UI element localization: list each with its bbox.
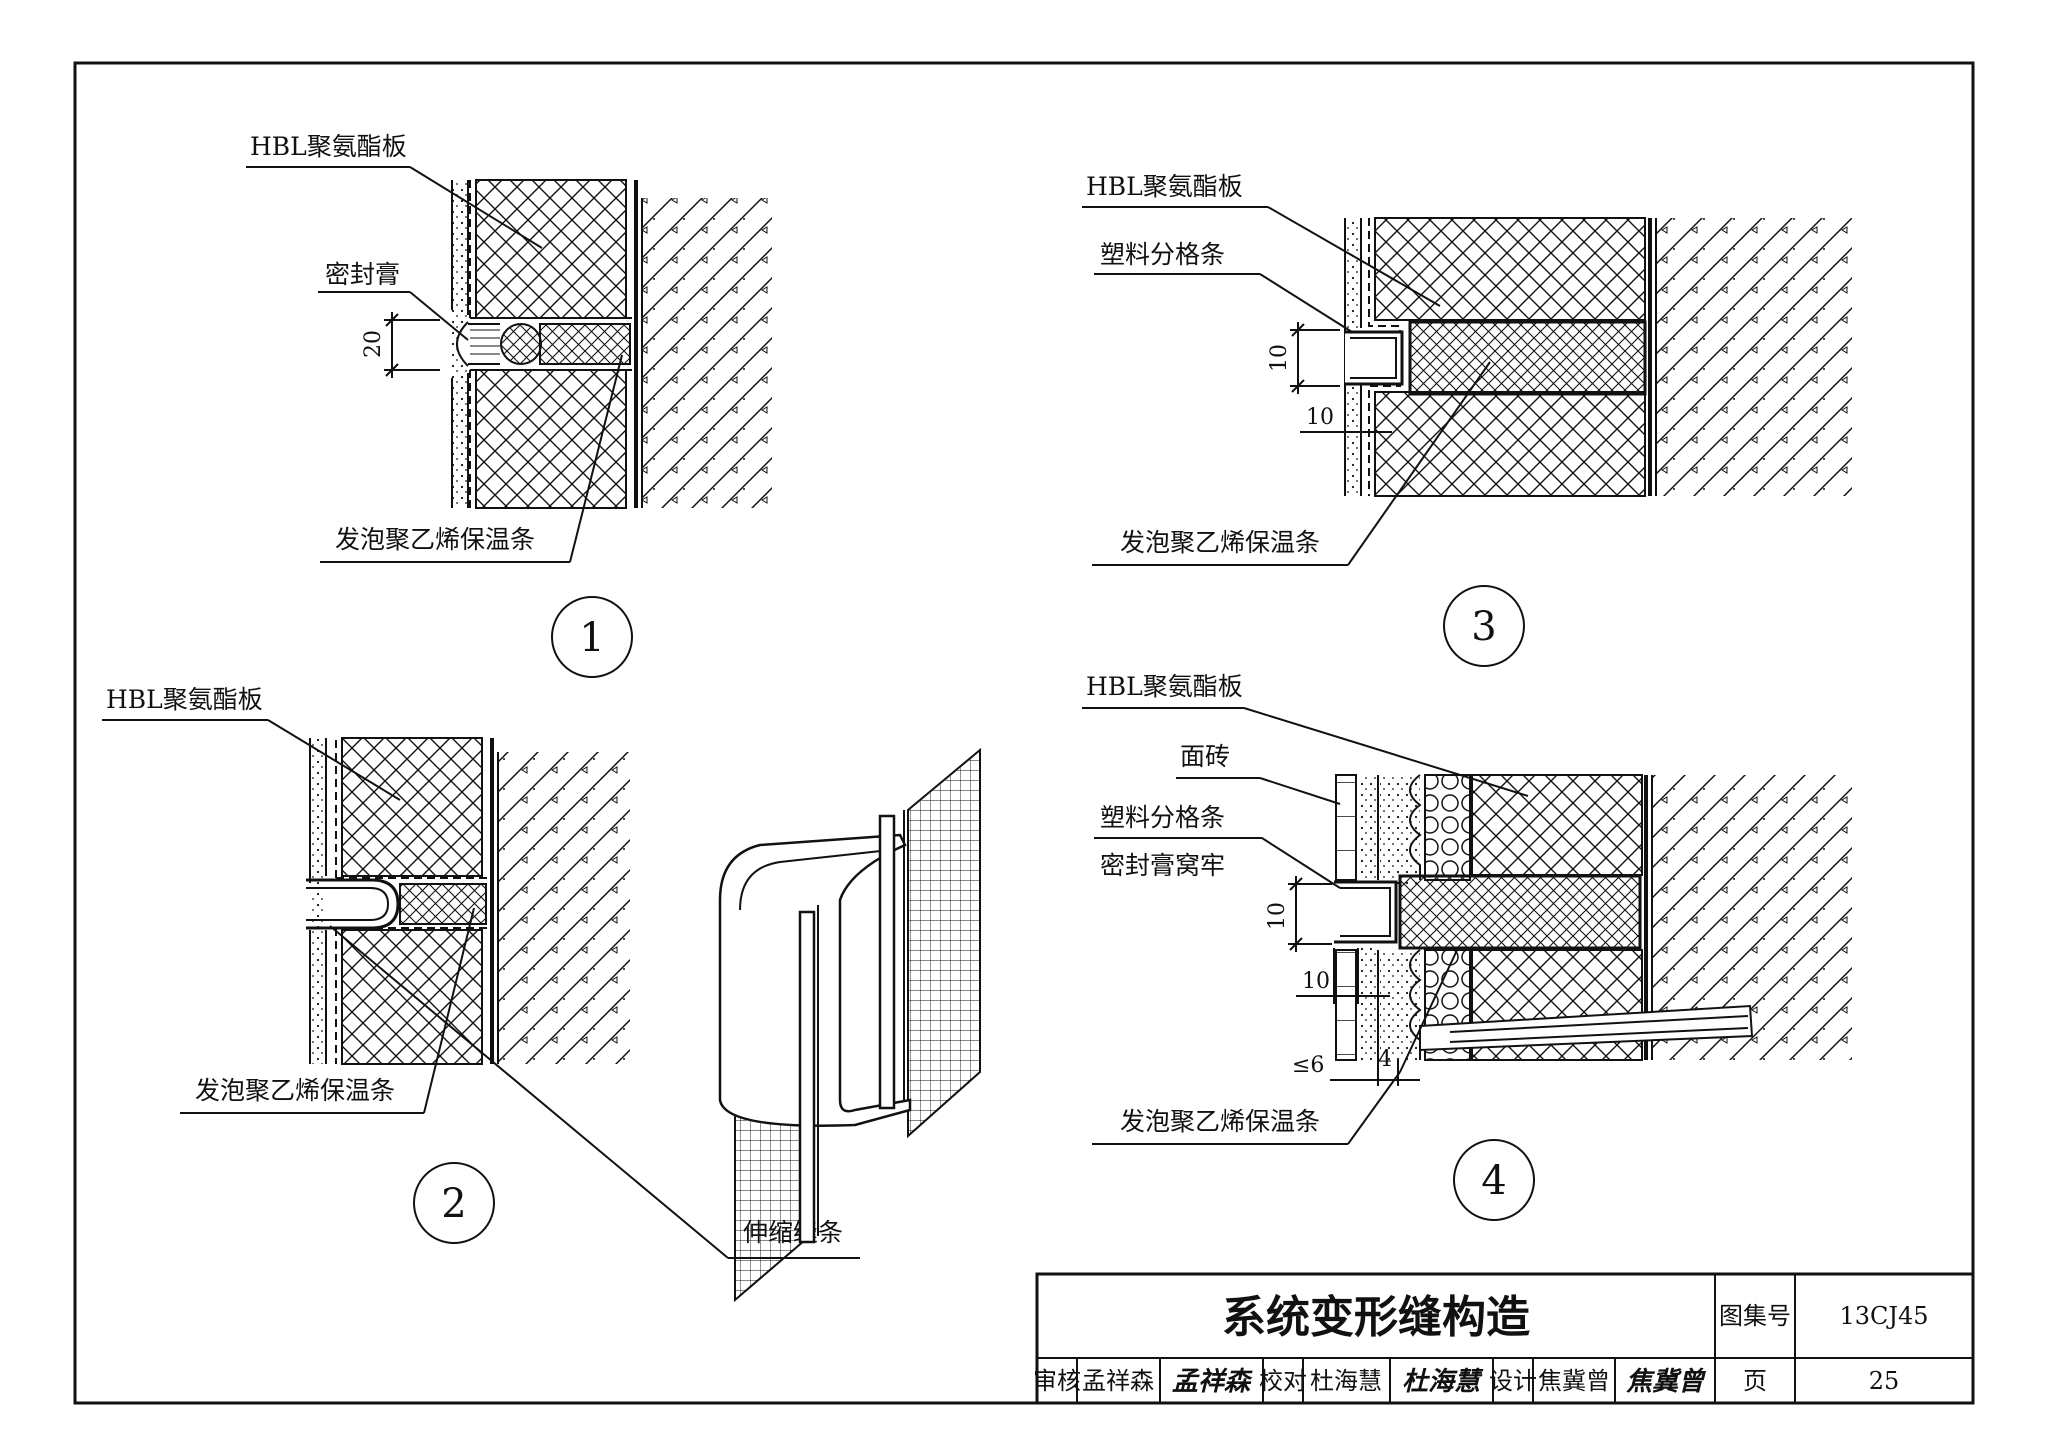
label-face-tile: 面砖 (1180, 742, 1230, 771)
label-foam-strip-2: 发泡聚乙烯保温条 (195, 1076, 395, 1105)
detail-number-2: 2 (441, 1181, 466, 1227)
dim-20: 20 (361, 330, 386, 358)
page-number: 25 (1869, 1367, 1900, 1395)
expansion-strip-3d (718, 747, 981, 1303)
atlas-number: 13CJ45 (1839, 1302, 1928, 1330)
checker-signature: 杜海慧 (1402, 1367, 1484, 1397)
detail-number-1: 1 (579, 615, 604, 661)
title-block: 系统变形缝构造 图集号 13CJ45 审核 孟祥森 孟祥森 校对 杜海慧 杜海慧… (1033, 1272, 1975, 1405)
label-hbl-board-4: HBL聚氨酯板 (1086, 672, 1243, 701)
label-hbl-board: HBL聚氨酯板 (250, 132, 407, 161)
dim-10-horizontal-3: 10 (1306, 405, 1334, 430)
dim-10-vertical-3: 10 (1267, 344, 1292, 372)
atlas-label: 图集号 (1719, 1302, 1791, 1330)
page-label: 页 (1743, 1367, 1767, 1395)
designer-signature: 焦冀曾 (1626, 1367, 1707, 1397)
detail-number-3: 3 (1471, 604, 1496, 650)
label-plastic-strip-3: 塑料分格条 (1100, 240, 1225, 269)
designer-name: 焦冀曾 (1538, 1367, 1610, 1395)
dim-10-horizontal-4: 10 (1302, 969, 1330, 994)
dim-max-6: ≤6 (1292, 1053, 1324, 1078)
checker-name: 杜海慧 (1310, 1367, 1382, 1395)
detail-number-4: 4 (1481, 1158, 1506, 1204)
dim-10-vertical-4: 10 (1265, 902, 1290, 930)
detail-3: 10 10 HBL聚氨酯板 塑料分格条 发泡聚乙烯保温条 3 (1082, 172, 1852, 667)
label-sealant-firm: 密封膏窝牢 (1100, 851, 1225, 880)
detail-1: 20 HBL聚氨酯板 密封膏 发泡聚乙烯保温条 1 (246, 132, 772, 678)
dim-4: 4 (1378, 1047, 1392, 1072)
check-label: 校对 (1259, 1367, 1307, 1395)
drawing-title: 系统变形缝构造 (1222, 1292, 1530, 1343)
label-foam-strip-3: 发泡聚乙烯保温条 (1120, 528, 1320, 557)
detail-4: 10 10 ≤6 4 HBL聚氨酯板 面砖 塑料分格条 密封膏窝牢 发泡聚乙烯保… (1082, 672, 1852, 1221)
design-label: 设计 (1489, 1367, 1537, 1395)
label-foam-strip: 发泡聚乙烯保温条 (335, 525, 535, 554)
review-label: 审核 (1033, 1367, 1081, 1395)
label-sealant: 密封膏 (325, 260, 400, 289)
label-hbl-board-2: HBL聚氨酯板 (106, 685, 263, 714)
reviewer-signature: 孟祥森 (1172, 1367, 1253, 1397)
label-plastic-strip-4: 塑料分格条 (1100, 803, 1225, 832)
label-hbl-board-3: HBL聚氨酯板 (1086, 172, 1243, 201)
label-foam-strip-4: 发泡聚乙烯保温条 (1120, 1107, 1320, 1136)
drawing-border (73, 61, 1975, 1405)
reviewer-name: 孟祥森 (1082, 1367, 1154, 1395)
